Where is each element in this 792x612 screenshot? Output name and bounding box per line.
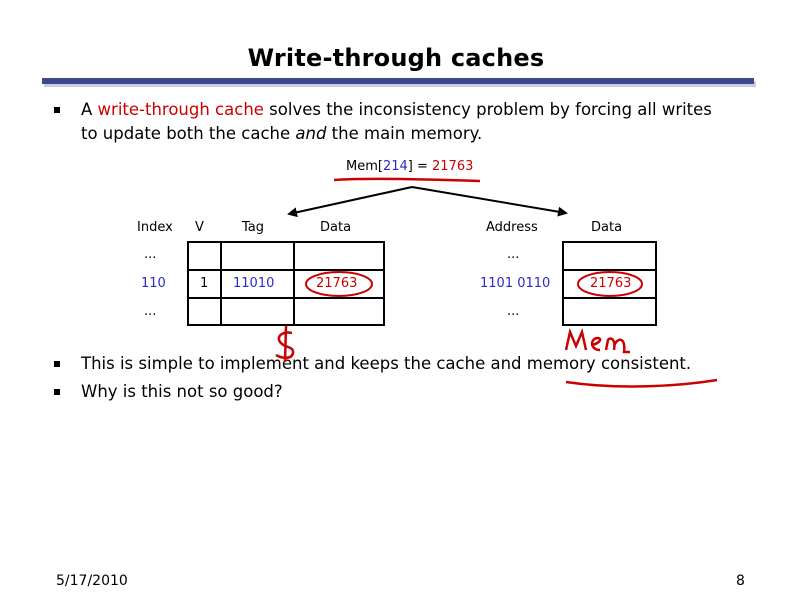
cache-header-index: Index bbox=[137, 220, 173, 235]
memory-data-value: 21763 bbox=[590, 276, 632, 291]
page-number: 8 bbox=[736, 573, 745, 589]
mem-label-mid: ] = bbox=[407, 159, 433, 174]
memory-address-value: 1101 0110 bbox=[480, 276, 551, 291]
cache-data-circle bbox=[305, 271, 373, 297]
mem-handwritten-annotation bbox=[564, 327, 630, 354]
bullet-1-prefix: A bbox=[81, 100, 98, 119]
mem-label-value: 21763 bbox=[432, 159, 474, 174]
bullet-square-icon bbox=[54, 361, 60, 367]
cache-index-ellipsis-bottom: ... bbox=[144, 304, 157, 319]
memory-address-ellipsis-top: ... bbox=[507, 247, 520, 262]
memory-header-data: Data bbox=[591, 220, 623, 235]
mem-assignment-label: Mem[214] = 21763 bbox=[346, 159, 473, 174]
title-bar bbox=[42, 78, 754, 84]
title-bar-shadow bbox=[44, 81, 756, 87]
slide-title: Write-through caches bbox=[247, 44, 545, 72]
cache-header-v: V bbox=[195, 220, 204, 235]
bullet-3-text: Why is this not so good? bbox=[81, 382, 283, 401]
mem-label-address: 214 bbox=[382, 159, 408, 174]
bullet-1: A write-through cache solves the inconsi… bbox=[54, 98, 731, 146]
mem-label-underline bbox=[333, 177, 481, 183]
memory-address-ellipsis-bottom: ... bbox=[507, 304, 520, 319]
cache-dollar-annotation bbox=[275, 325, 295, 363]
cache-header-tag: Tag bbox=[242, 220, 265, 235]
memory-data-circle bbox=[577, 271, 643, 297]
cache-cell-data-row3 bbox=[293, 297, 385, 326]
bullet-2-text: This is simple to implement and keeps th… bbox=[81, 354, 692, 373]
bullet-1-term: write-through cache bbox=[97, 100, 264, 119]
bullet-square-icon bbox=[54, 107, 60, 113]
cache-header-data: Data bbox=[320, 220, 352, 235]
bullet-square-icon bbox=[54, 389, 60, 395]
mem-label-prefix: Mem[ bbox=[346, 159, 383, 174]
memory-cell-data-row3 bbox=[562, 297, 657, 326]
bullet-1-emphasis: and bbox=[295, 124, 327, 143]
arrow-to-memory bbox=[411, 186, 568, 217]
arrow-to-cache bbox=[287, 186, 413, 218]
bullet-2: This is simple to implement and keeps th… bbox=[54, 352, 761, 376]
bullet-3: Why is this not so good? bbox=[54, 380, 761, 404]
bullet-1-part3: the main memory. bbox=[326, 124, 483, 143]
cache-tag-value: 11010 bbox=[233, 276, 275, 291]
cache-index-ellipsis-top: ... bbox=[144, 247, 157, 262]
bullet-1-part2: solves the inconsistency problem by forc… bbox=[81, 100, 712, 143]
memory-word-underline bbox=[565, 378, 718, 388]
footer-date: 5/17/2010 bbox=[56, 573, 128, 589]
cache-valid-bit: 1 bbox=[200, 276, 209, 291]
cache-index-value: 110 bbox=[141, 276, 166, 291]
memory-header-address: Address bbox=[486, 220, 538, 235]
cache-data-value: 21763 bbox=[316, 276, 358, 291]
